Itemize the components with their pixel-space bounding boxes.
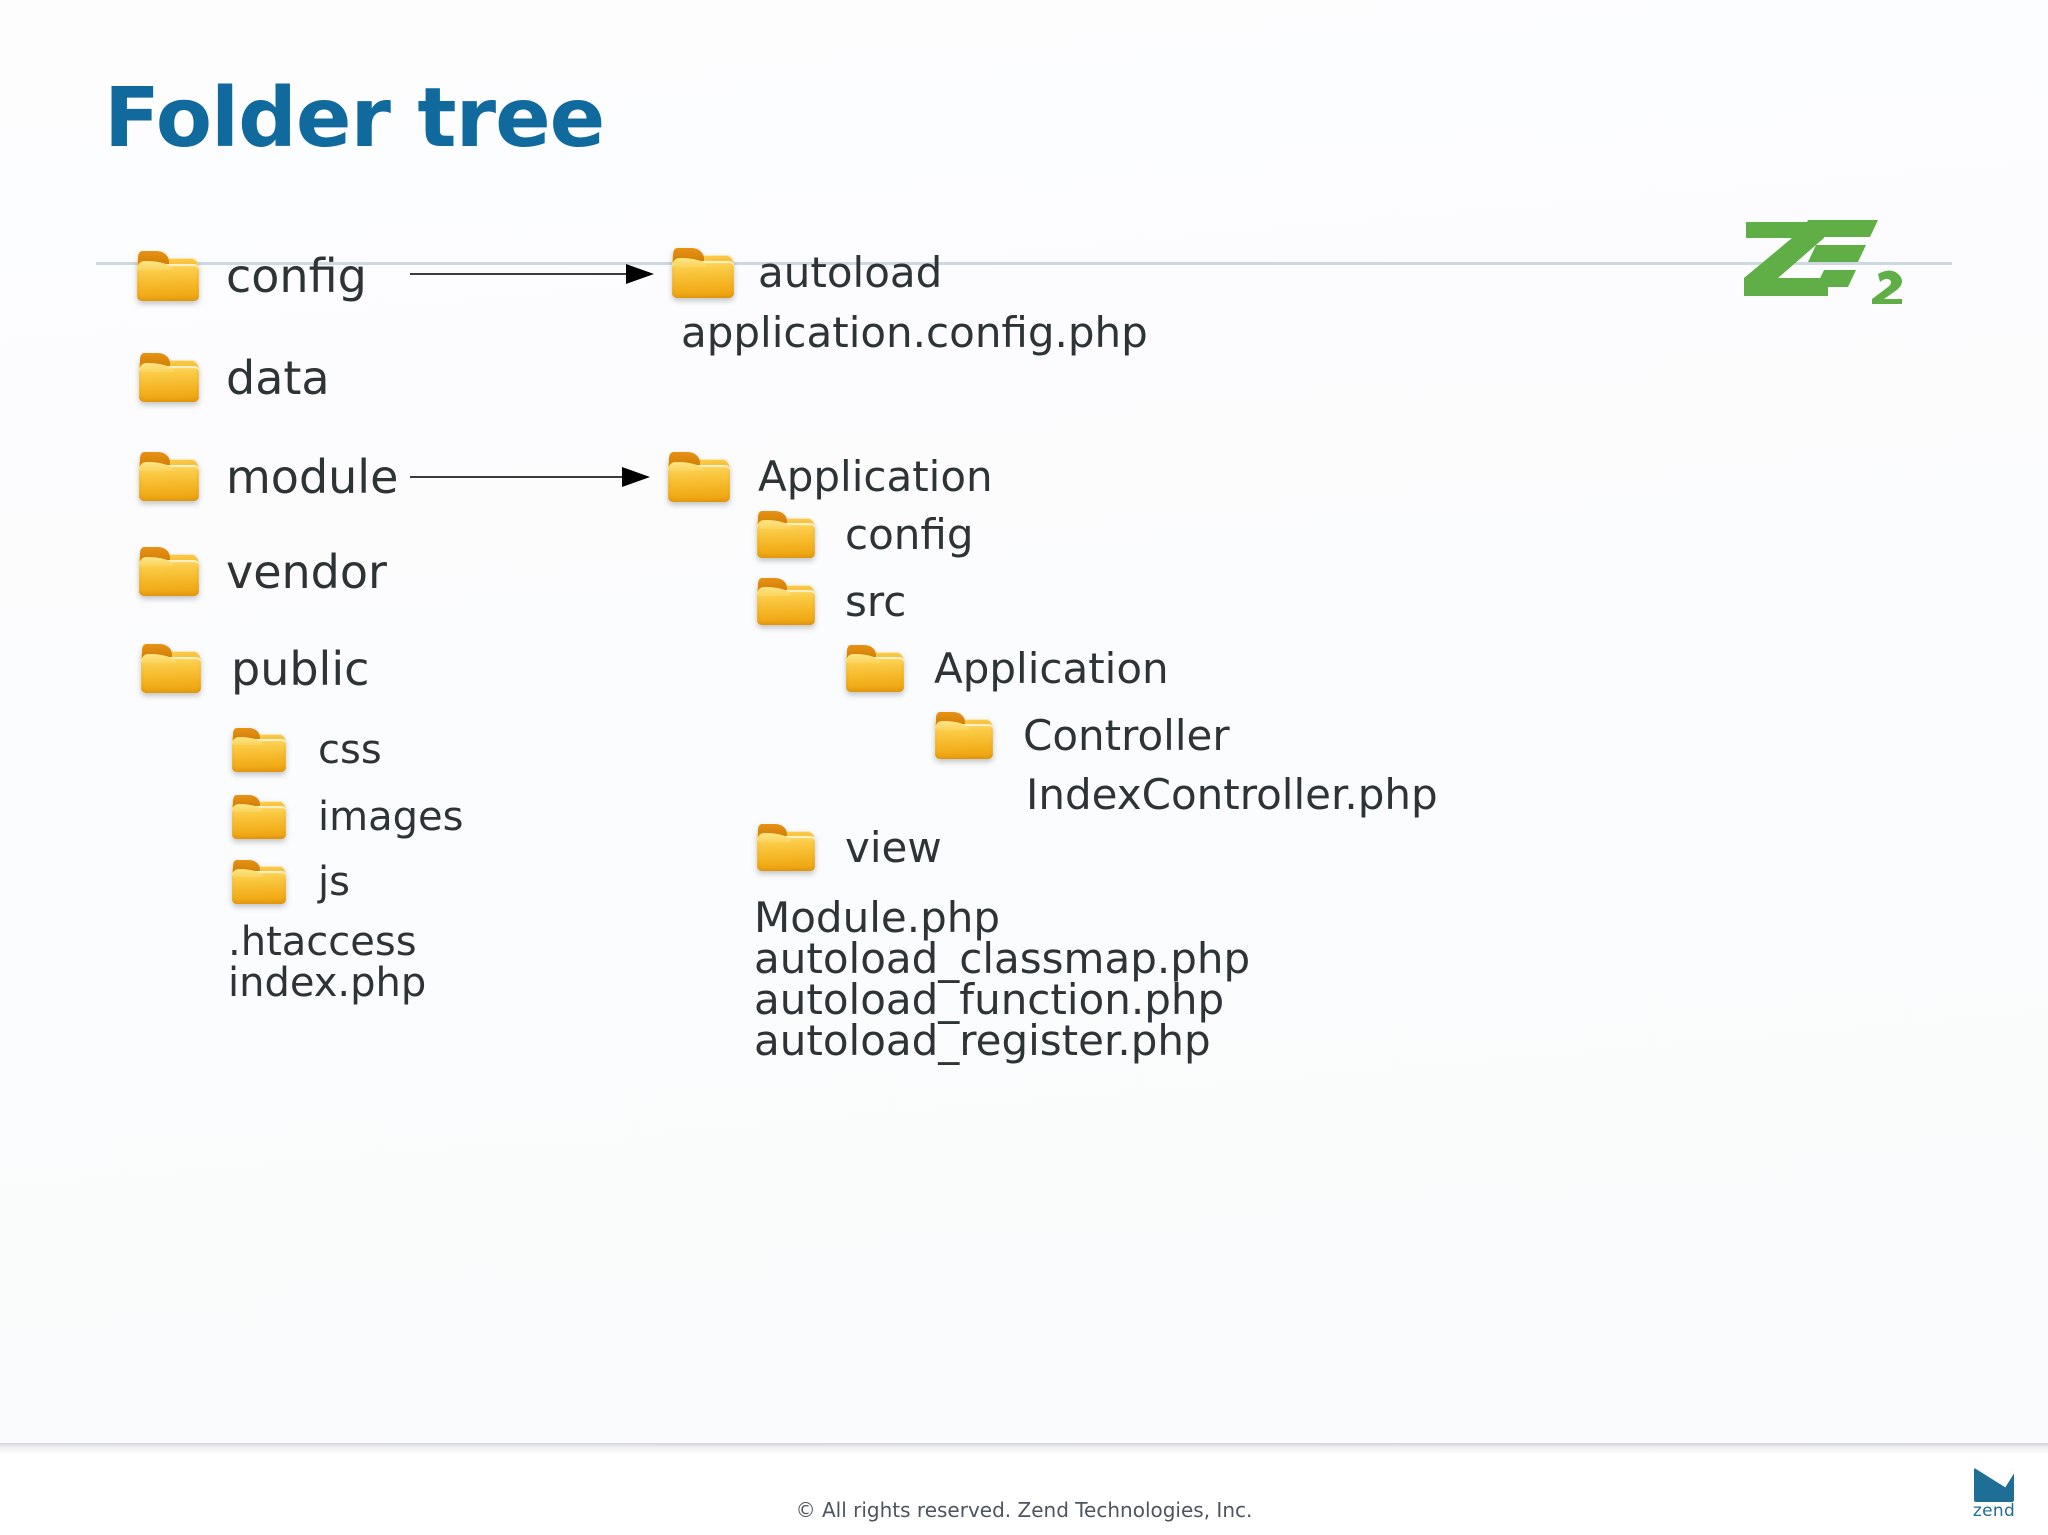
folder-icon (137, 251, 199, 301)
tree-node-label: public (231, 641, 370, 696)
tree-node-label: config (845, 509, 974, 559)
folder-tree: config data module (137, 248, 1438, 1065)
footer-copyright: © All rights reserved. Zend Technologies… (795, 1498, 1253, 1522)
tree-node-label: autoload (758, 248, 943, 297)
tree-node-view[interactable]: view (757, 824, 942, 871)
tree-node-label: module (226, 449, 399, 504)
tree-node-label: css (318, 727, 382, 773)
tree-file-indexcontroller-php[interactable]: IndexController.php (1026, 770, 1438, 819)
folder-icon (757, 578, 815, 625)
tree-node-config[interactable]: config (137, 251, 367, 301)
tree-node-application-module[interactable]: Application (668, 452, 993, 502)
tree-node-application-namespace[interactable]: Application (846, 645, 1169, 692)
tree-node-label: Application (934, 643, 1169, 693)
tree-node-module[interactable]: module (139, 452, 398, 501)
arrow-config-to-autoload (410, 264, 656, 284)
folder-icon (668, 452, 730, 502)
tree-node-module-config[interactable]: config (757, 511, 974, 558)
tree-node-label: data (226, 350, 330, 405)
tree-node-css[interactable]: css (232, 728, 382, 772)
folder-icon (935, 712, 993, 759)
folder-icon (232, 860, 286, 904)
tree-node-images[interactable]: images (232, 795, 463, 839)
folder-icon (757, 824, 815, 871)
tree-file-autoload-register-php[interactable]: autoload_register.php (754, 1016, 1211, 1065)
tree-file-index-php[interactable]: index.php (228, 960, 427, 1006)
tree-node-public[interactable]: public (141, 644, 369, 693)
folder-icon (139, 452, 199, 501)
folder-icon (757, 511, 815, 558)
tree-node-data[interactable]: data (139, 353, 330, 402)
tree-node-vendor[interactable]: vendor (139, 547, 387, 596)
tree-node-controller[interactable]: Controller (935, 712, 1230, 759)
tree-node-label: src (845, 576, 907, 626)
tree-node-src[interactable]: src (757, 578, 906, 625)
tree-file-autoload-function-php[interactable]: autoload_function.php (754, 975, 1225, 1024)
tree-node-label: Application (758, 452, 993, 501)
footer-divider (0, 1443, 2048, 1453)
tree-file-module-php[interactable]: Module.php (754, 893, 1001, 942)
zend-logo-mark (1974, 1468, 2014, 1502)
tree-node-label: js (318, 859, 350, 905)
tree-file-autoload-classmap-php[interactable]: autoload_classmap.php (754, 934, 1251, 983)
zend-logo: zend (1965, 1468, 2023, 1526)
folder-icon (846, 645, 904, 692)
folder-icon (139, 353, 199, 402)
arrow-module-to-application (410, 467, 652, 487)
footer-bar (0, 1453, 2048, 1535)
zf2-logo (1738, 212, 1918, 307)
folder-icon (139, 547, 199, 596)
zend-logo-wordmark: zend (1972, 1501, 2016, 1521)
tree-node-label: config (226, 249, 367, 303)
tree-node-label: Controller (1023, 710, 1230, 760)
tree-node-label: vendor (226, 544, 387, 599)
tree-file-application-config-php[interactable]: application.config.php (681, 308, 1148, 357)
tree-node-label: images (318, 794, 464, 840)
page-title: Folder tree (104, 71, 605, 166)
tree-node-label: view (845, 822, 942, 872)
tree-node-autoload[interactable]: autoload (672, 248, 942, 298)
tree-file-htaccess[interactable]: .htaccess (228, 919, 417, 965)
folder-icon (232, 728, 286, 772)
folder-icon (232, 795, 286, 839)
folder-icon (672, 248, 734, 298)
folder-icon (141, 644, 201, 693)
title-divider (96, 262, 1952, 265)
tree-node-js[interactable]: js (232, 860, 350, 904)
